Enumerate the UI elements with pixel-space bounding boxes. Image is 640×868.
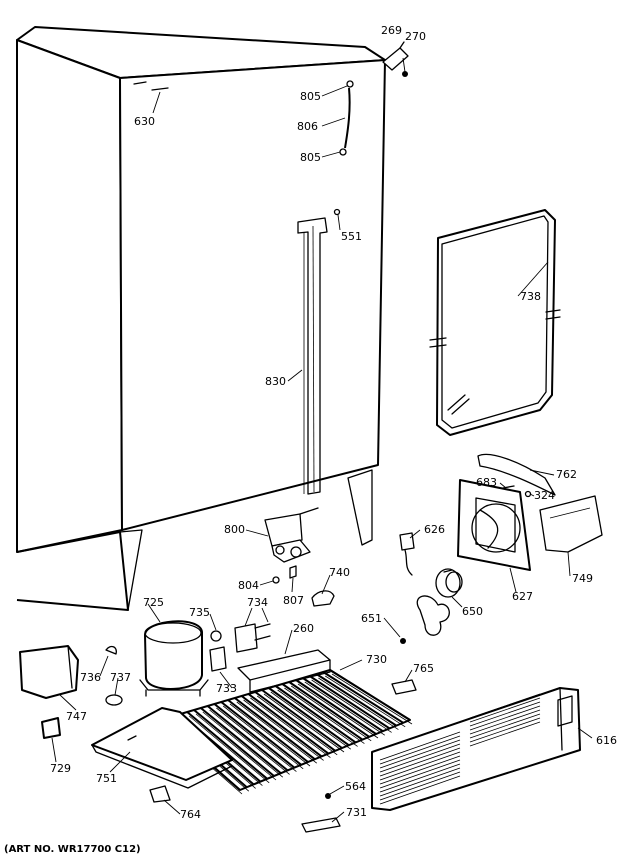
callout-269: 269 xyxy=(381,24,402,37)
callout-551: 551 xyxy=(341,230,362,243)
callout-747: 747 xyxy=(66,710,87,723)
part-807 xyxy=(289,565,297,579)
callout-626: 626 xyxy=(424,523,445,536)
callout-751: 751 xyxy=(96,772,117,785)
callout-627: 627 xyxy=(512,590,533,603)
callout-730: 730 xyxy=(366,653,387,666)
callout-260: 260 xyxy=(293,622,314,635)
callout-725: 725 xyxy=(143,596,164,609)
callout-683: 683 xyxy=(476,476,497,489)
callout-830: 830 xyxy=(265,375,286,388)
grille-616 xyxy=(371,687,581,811)
callout-806: 806 xyxy=(297,120,318,133)
shield-747 xyxy=(19,645,79,699)
screw-564 xyxy=(325,793,331,799)
callout-650: 650 xyxy=(462,605,483,618)
callout-762: 762 xyxy=(556,468,577,481)
callout-765: 765 xyxy=(413,662,434,675)
base-751 xyxy=(91,707,233,789)
callout-733: 733 xyxy=(216,682,237,695)
art-number: (ART NO. WR17700 C12) xyxy=(4,844,141,855)
callout-749: 749 xyxy=(572,572,593,585)
callout-564: 564 xyxy=(345,780,366,793)
condenser-730 xyxy=(159,669,413,795)
callout-736: 736 xyxy=(80,671,101,684)
callout-800: 800 xyxy=(224,523,245,536)
gasket-738 xyxy=(429,209,561,436)
part-765 xyxy=(391,679,417,695)
fan-bracket-627 xyxy=(457,479,531,571)
part-804 xyxy=(272,576,280,584)
relay-733 xyxy=(209,646,227,672)
callout-651: 651 xyxy=(361,612,382,625)
callout-740: 740 xyxy=(329,566,350,579)
callout-805-top: 805 xyxy=(300,90,321,103)
part-736 xyxy=(105,645,117,655)
callout-labels: 269 270 630 805 806 805 551 738 830 762 … xyxy=(50,24,617,821)
callout-729: 729 xyxy=(50,762,71,775)
tube-806 xyxy=(339,80,354,156)
cover-749 xyxy=(539,495,603,553)
part-729 xyxy=(41,717,61,739)
callout-270: 270 xyxy=(405,30,426,43)
part-737 xyxy=(105,694,123,706)
callout-735: 735 xyxy=(189,606,210,619)
clip-683 xyxy=(502,485,515,489)
callout-804: 804 xyxy=(238,579,259,592)
duct-762 xyxy=(477,453,556,496)
callout-731: 731 xyxy=(346,806,367,819)
part-269-270 xyxy=(382,41,409,77)
callout-734: 734 xyxy=(247,596,268,609)
part-731 xyxy=(301,817,341,833)
screw-551 xyxy=(333,208,341,216)
channel-830 xyxy=(297,217,328,495)
valve-800 xyxy=(264,507,319,563)
fan-blade-651 xyxy=(400,595,450,644)
callout-764: 764 xyxy=(180,808,201,821)
leader-lines xyxy=(51,85,593,823)
overload-734 xyxy=(234,623,271,653)
part-626 xyxy=(399,532,415,576)
compressor-725 xyxy=(139,620,209,697)
part-764 xyxy=(149,785,171,803)
callout-630: 630 xyxy=(134,115,155,128)
callout-805-bottom: 805 xyxy=(300,151,321,164)
motor-650 xyxy=(435,568,463,598)
callout-737: 737 xyxy=(110,671,131,684)
callout-324: 324 xyxy=(534,489,555,502)
callout-807: 807 xyxy=(283,594,304,607)
callout-616: 616 xyxy=(596,734,617,747)
cabinet xyxy=(16,26,386,611)
part-735 xyxy=(210,630,222,642)
clip-740 xyxy=(311,590,335,607)
callout-738: 738 xyxy=(520,290,541,303)
screw-324 xyxy=(524,490,532,498)
